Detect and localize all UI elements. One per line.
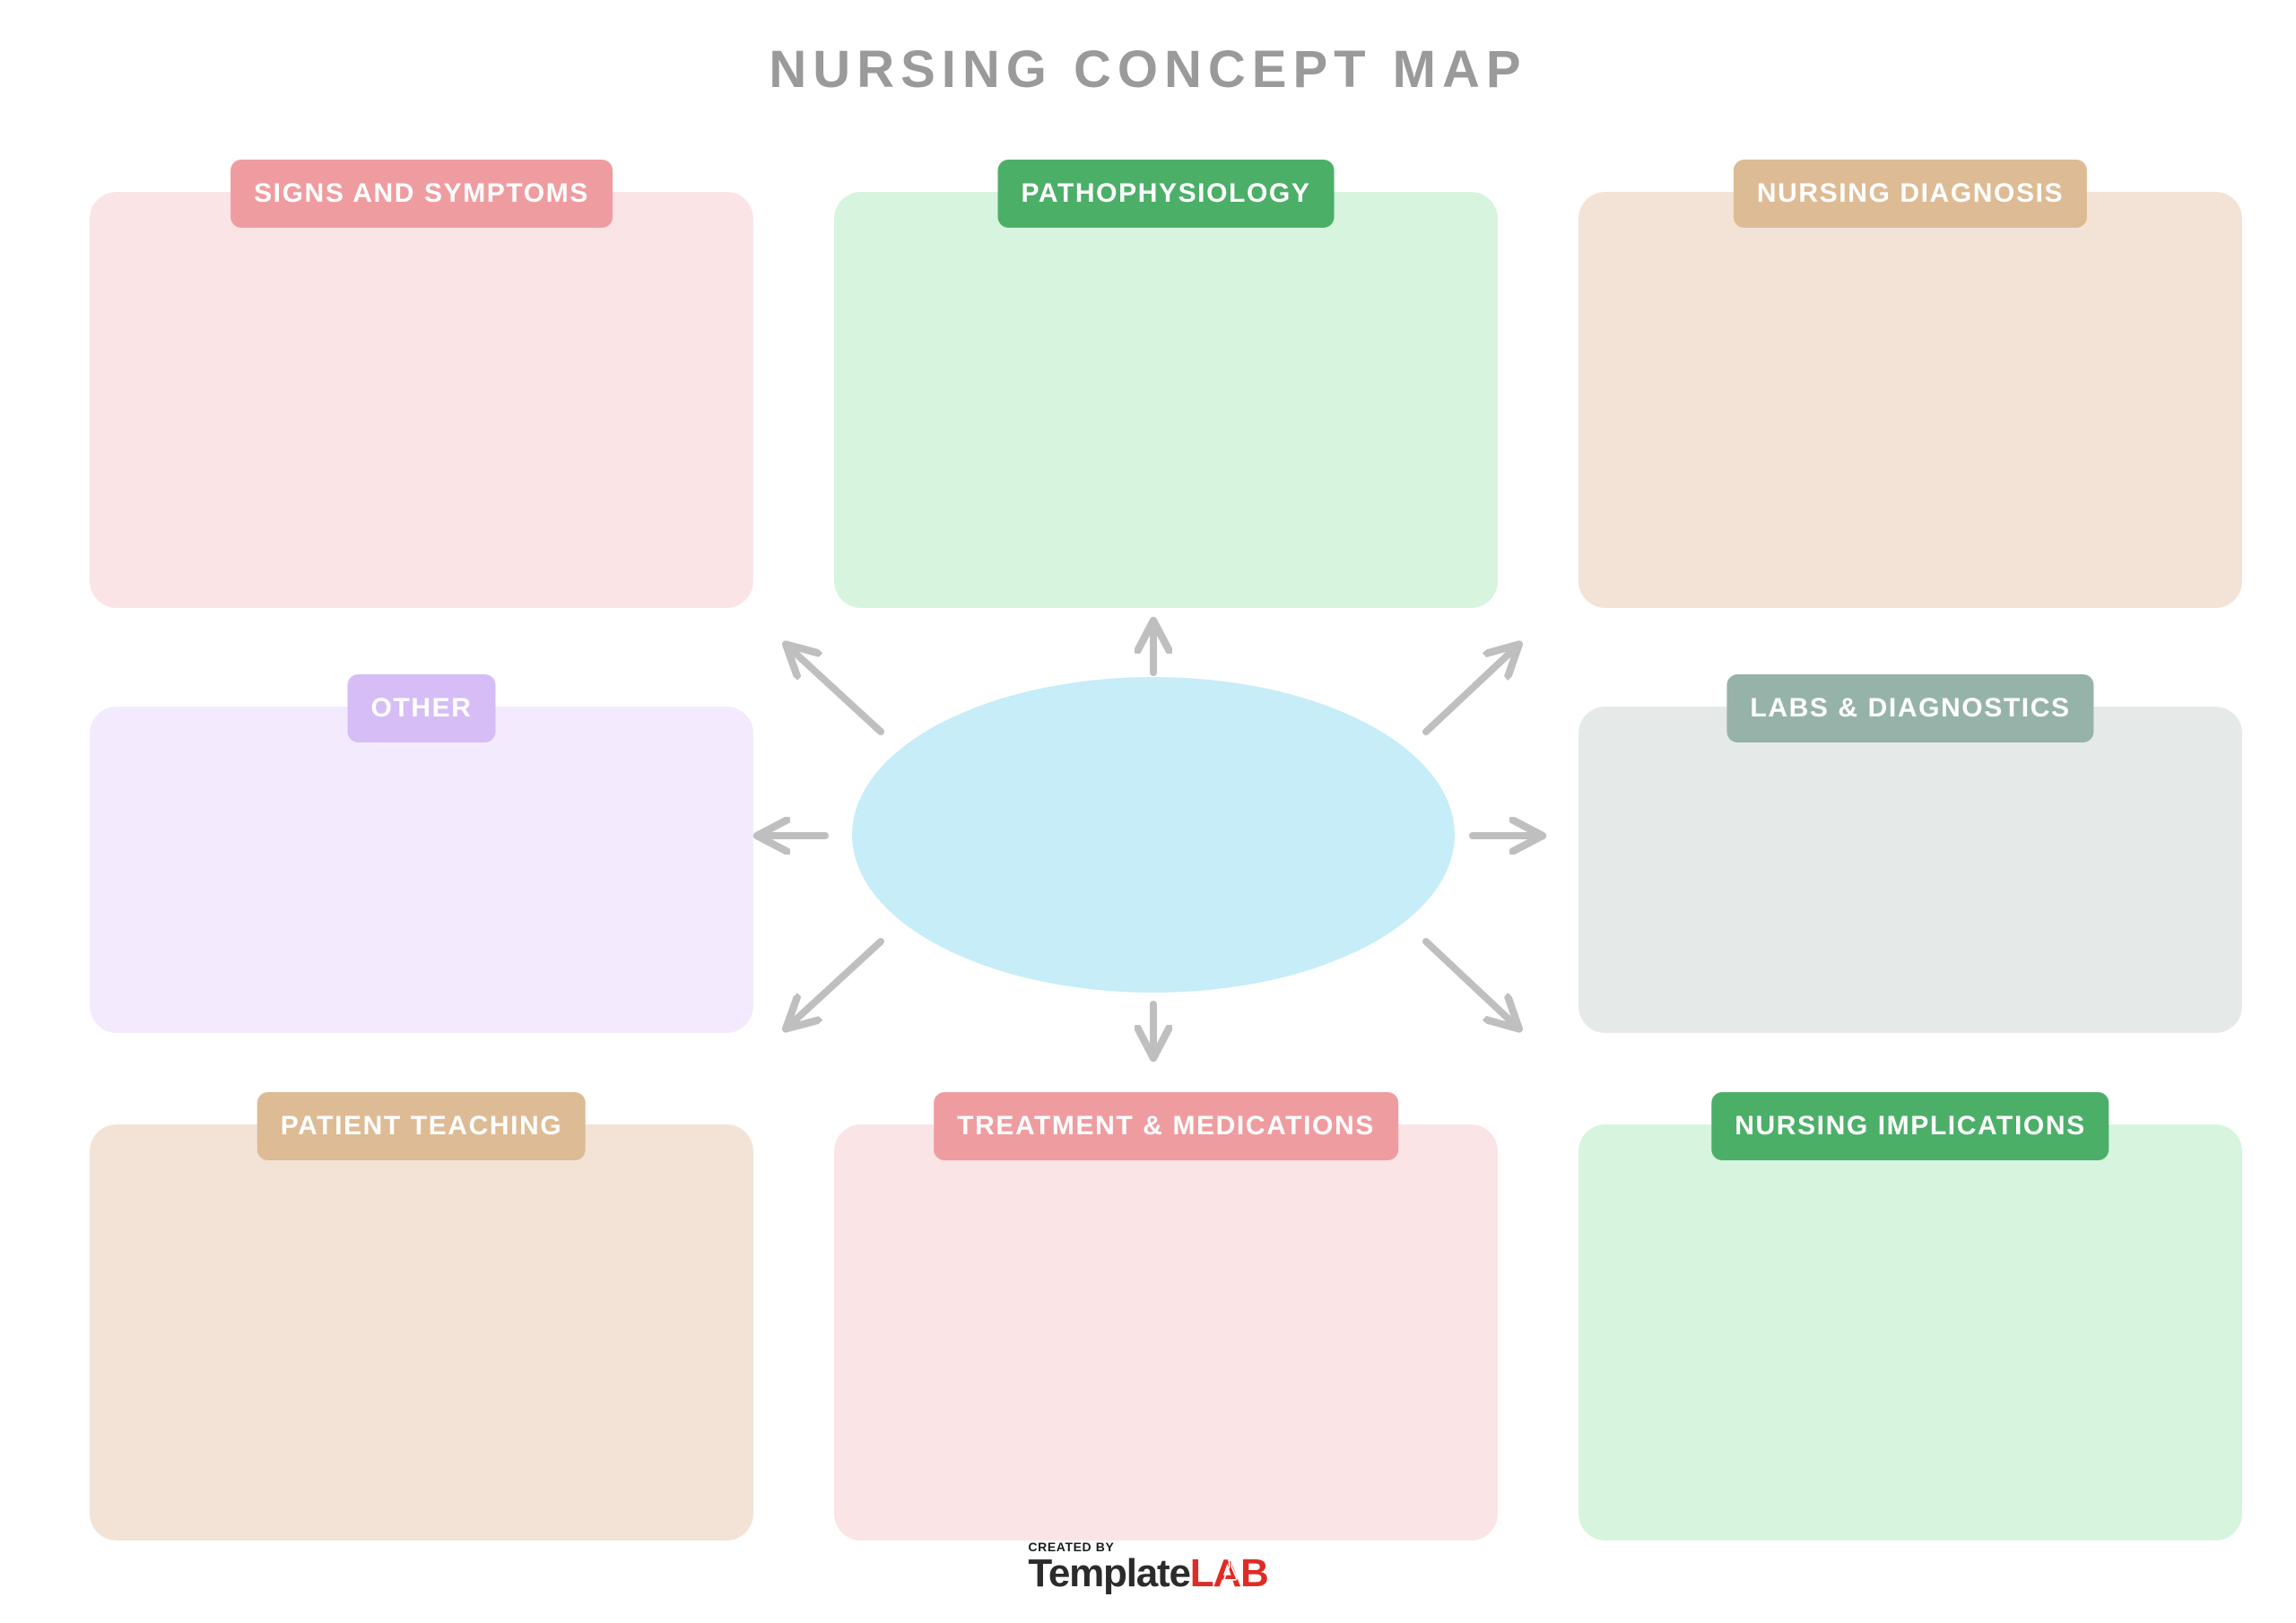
panel-text-nursing-diagnosis[interactable]: [1578, 260, 2242, 608]
panel-labs-and-diagnostics: LABS & DIAGNOSTICS: [1578, 674, 2242, 1033]
arrow-up-right: [1422, 649, 1514, 735]
flask-icon: [1223, 1559, 1238, 1581]
logo-wordmark: TemplateLAB: [1028, 1551, 1269, 1595]
panel-treatment-and-medications: TREATMENT & MEDICATIONS: [834, 1092, 1498, 1541]
page-title: NURSING CONCEPT MAP: [769, 40, 1527, 99]
templatelab-logo: CREATED BY TemplateLAB: [1028, 1540, 1269, 1595]
panel-text-nursing-implications[interactable]: [1578, 1193, 2242, 1541]
panel-body-nursing-implications: [1578, 1124, 2242, 1541]
panel-tab-pathophysiology[interactable]: PATHOPHYSIOLOGY: [997, 160, 1335, 228]
panel-tab-labs-and-diagnostics[interactable]: LABS & DIAGNOSTICS: [1726, 674, 2094, 742]
radiating-arrows: [753, 619, 1543, 1094]
arrow-up-left: [791, 649, 884, 735]
panel-nursing-diagnosis: NURSING DIAGNOSIS: [1578, 160, 2242, 608]
panel-body-pathophysiology: [834, 192, 1498, 608]
panel-tab-nursing-implications[interactable]: NURSING IMPLICATIONS: [1711, 1092, 2109, 1160]
panel-signs-and-symptoms: SIGNS AND SYMPTOMS: [90, 160, 753, 608]
footer-logo: CREATED BY TemplateLAB: [0, 1541, 2296, 1593]
panel-nursing-implications: NURSING IMPLICATIONS: [1578, 1092, 2242, 1541]
panel-pathophysiology: PATHOPHYSIOLOGY: [834, 160, 1498, 608]
panel-tab-nursing-diagnosis[interactable]: NURSING DIAGNOSIS: [1733, 160, 2088, 228]
panel-text-signs-and-symptoms[interactable]: [90, 260, 753, 608]
panel-patient-teaching: PATIENT TEACHING: [90, 1092, 753, 1541]
panel-body-treatment-and-medications: [834, 1124, 1498, 1541]
panel-text-pathophysiology[interactable]: [834, 260, 1498, 608]
panel-text-labs-and-diagnostics[interactable]: [1578, 775, 2242, 1033]
logo-created-by-label: CREATED BY: [1028, 1540, 1115, 1554]
panel-body-patient-teaching: [90, 1124, 753, 1541]
logo-lab-text: LAB: [1190, 1551, 1269, 1595]
arrow-down-left: [791, 938, 884, 1024]
panel-body-other: [90, 707, 753, 1033]
center-cluster: [753, 619, 1543, 1094]
panel-body-signs-and-symptoms: [90, 192, 753, 608]
panel-text-treatment-and-medications[interactable]: [834, 1193, 1498, 1541]
panel-body-nursing-diagnosis: [1578, 192, 2242, 608]
panel-tab-other[interactable]: OTHER: [347, 674, 496, 742]
panel-body-labs-and-diagnostics: [1578, 707, 2242, 1033]
panel-tab-signs-and-symptoms[interactable]: SIGNS AND SYMPTOMS: [230, 160, 613, 228]
panel-tab-patient-teaching[interactable]: PATIENT TEACHING: [257, 1092, 587, 1160]
arrow-down-right: [1422, 938, 1514, 1024]
panel-text-patient-teaching[interactable]: [90, 1193, 753, 1541]
central-topic-ellipse[interactable]: [852, 677, 1455, 993]
logo-template-text: Template: [1028, 1551, 1191, 1595]
panel-tab-treatment-and-medications[interactable]: TREATMENT & MEDICATIONS: [934, 1092, 1398, 1160]
panel-other: OTHER: [90, 674, 753, 1033]
panel-text-other[interactable]: [90, 775, 753, 1033]
